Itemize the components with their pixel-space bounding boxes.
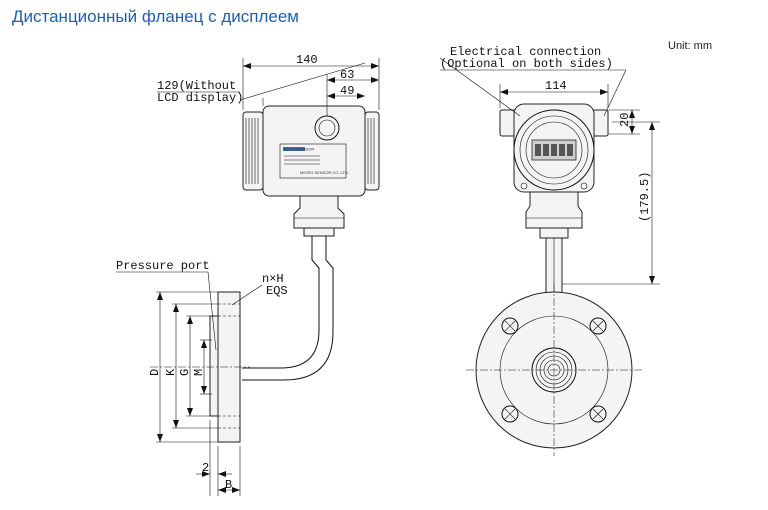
dim-G: G — [178, 369, 192, 376]
flange-diameter-dimensions: D K G M — [148, 291, 218, 443]
front-view: 114 20 (179.5) Electrical connection (Op… — [439, 45, 660, 456]
nameplate-brand: MICROSENSOR — [284, 147, 314, 152]
dim-63: 63 — [340, 68, 354, 82]
top-dimensions: 140 63 49 129(Without LCD display) — [157, 53, 380, 116]
flange-thickness-dimensions: 2 B — [196, 420, 241, 496]
dim-M: M — [192, 369, 206, 376]
remote-flange-side — [150, 291, 250, 443]
holes-label-line2: EQS — [266, 284, 288, 298]
dim-D: D — [148, 369, 162, 376]
side-view: MICROSENSOR MICRO SENSOR CO.,LTD. — [116, 53, 380, 496]
dim-K: K — [164, 368, 178, 376]
unit-label: Unit: mm — [668, 40, 712, 52]
front-dimensions: 114 20 (179.5) Electrical connection (Op… — [439, 45, 660, 285]
transmitter-housing-front — [499, 103, 609, 295]
dim-179-5: (179.5) — [638, 172, 652, 222]
dim-49: 49 — [340, 84, 354, 98]
flange-labels: Pressure port n×H EQS — [116, 259, 288, 351]
dim-114: 114 — [545, 79, 567, 93]
dim-B: B — [225, 478, 232, 492]
dim-129-without-lcd-line2: LCD display) — [157, 91, 243, 105]
nameplate-maker: MICRO SENSOR CO.,LTD. — [300, 170, 349, 175]
pressure-port-label: Pressure port — [116, 259, 210, 273]
capillary-tube — [242, 236, 334, 381]
dim-140: 140 — [296, 53, 318, 67]
transmitter-housing-side: MICROSENSOR MICRO SENSOR CO.,LTD. — [242, 105, 380, 237]
dim-20: 20 — [618, 113, 632, 127]
page-title: Дистанционный фланец с дисплеем — [12, 7, 299, 26]
remote-flange-front — [466, 284, 642, 456]
dim-2: 2 — [202, 461, 209, 475]
dim-129-without-lcd-line1: 129(Without — [157, 79, 236, 93]
electrical-connection-label: Electrical connection — [450, 45, 601, 59]
electrical-connection-optional: (Optional on both sides) — [440, 57, 613, 71]
holes-label-line1: n×H — [262, 272, 284, 286]
